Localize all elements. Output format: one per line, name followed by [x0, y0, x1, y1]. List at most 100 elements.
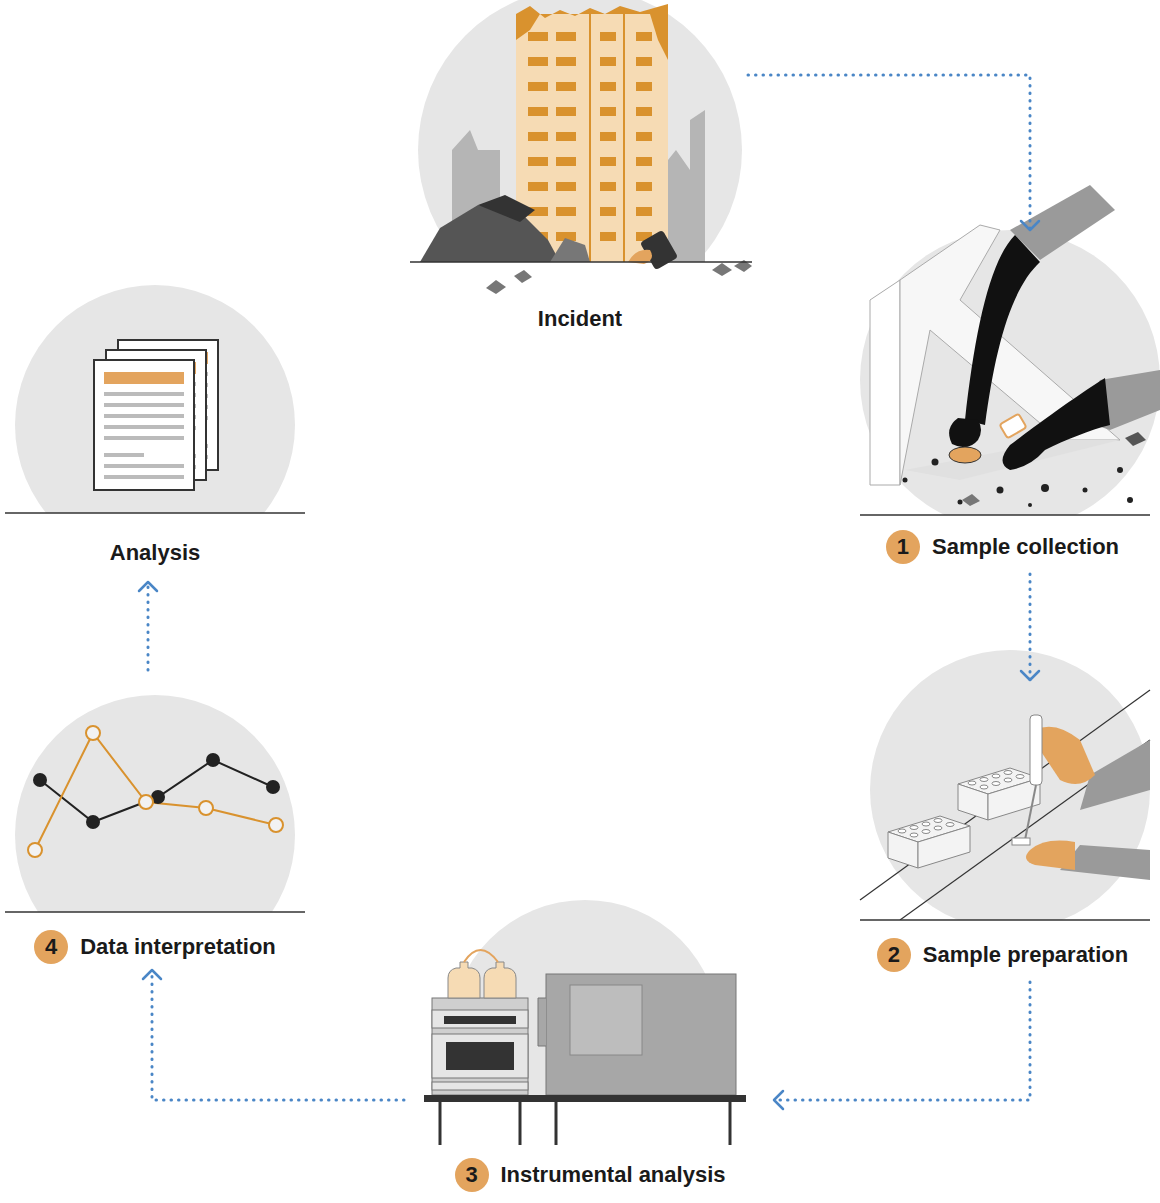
- instrument-illustration-part: [432, 998, 528, 1095]
- flow-arrow: [1029, 574, 1032, 680]
- instrument-illustration-part: [538, 998, 546, 1046]
- report-illustration-part-part: [94, 360, 194, 490]
- step-label: Analysis: [110, 540, 201, 566]
- callout-number: 2: [877, 938, 911, 972]
- incident-illustration-part-part: [556, 107, 576, 116]
- collection-illustration-part-part: [1117, 467, 1123, 473]
- incident-illustration-part: [550, 238, 590, 262]
- label-row: 3Instrumental analysis: [449, 1158, 732, 1198]
- collection-illustration-part-part: [932, 459, 939, 466]
- incident-illustration-part-part: [528, 132, 548, 141]
- chart-illustration-part-part: [199, 801, 213, 815]
- ground-line: [860, 919, 1150, 921]
- report-illustration-part-part-part: [104, 414, 184, 418]
- incident-illustration-part-part: [600, 182, 616, 191]
- instrument-illustration-part-part: [519, 1102, 522, 1145]
- preparation-illustration-part: [1026, 841, 1075, 870]
- instrument-illustration-part: [546, 974, 736, 1095]
- collection-illustration-part-part: [1041, 484, 1049, 492]
- instrument-illustration-part-part: [729, 1102, 732, 1145]
- incident-illustration-part-part: [600, 207, 616, 216]
- label-row: Incident: [532, 306, 628, 338]
- step-label: Sample collection: [932, 534, 1119, 560]
- callout-number: 4: [34, 930, 68, 964]
- report-illustration-part-part-part: [104, 392, 184, 396]
- preparation-illustration-part: [1012, 838, 1030, 845]
- report-illustration: [5, 285, 305, 565]
- incident-illustration-part-part: [556, 132, 576, 141]
- preparation-illustration-part: [1025, 785, 1036, 840]
- report-illustration-part: [5, 512, 305, 514]
- chart-illustration-part-part: [266, 780, 280, 794]
- flow-arrow: [748, 75, 1030, 230]
- collection-illustration-part-part: [1127, 497, 1133, 503]
- collection-illustration-part: [900, 225, 1120, 485]
- chart-illustration-part: [33, 753, 280, 829]
- incident-illustration-part-part: [528, 57, 548, 66]
- preparation-illustration-part-part: [958, 784, 988, 820]
- incident-illustration-part-part: [600, 232, 616, 241]
- report-illustration-part-part-part: [104, 453, 144, 457]
- report-illustration-part-part-part: [104, 475, 184, 479]
- incident-illustration-part-part: [636, 82, 652, 91]
- stage-node: Incident: [420, 0, 740, 338]
- incident-illustration-part-part: [600, 107, 616, 116]
- preparation-illustration-part: [1035, 727, 1095, 784]
- chart-illustration-part-part: [269, 818, 283, 832]
- incident-illustration-part-part: [528, 32, 548, 41]
- collection-illustration-part-part: [997, 487, 1004, 494]
- report-illustration-part: [94, 340, 218, 490]
- stage-node: Analysis: [5, 280, 305, 572]
- collection-illustration: [860, 185, 1160, 530]
- collection-illustration-part: [962, 494, 980, 506]
- preparation-illustration-part-part: [1004, 771, 1012, 775]
- preparation-illustration-part-part: [934, 826, 942, 830]
- collection-illustration-part: [1125, 432, 1146, 446]
- incident-illustration-part: [528, 32, 652, 241]
- preparation-illustration-part-part: [898, 829, 906, 833]
- incident-illustration-part-part: [636, 107, 652, 116]
- report-illustration-part-part-part: [104, 425, 184, 429]
- incident-illustration-part-part: [556, 32, 576, 41]
- chart-illustration-part-part: [139, 795, 153, 809]
- preparation-illustration-part: [1030, 715, 1042, 785]
- collection-illustration-part-part: [1083, 488, 1088, 493]
- incident-illustration-part-part: [636, 157, 652, 166]
- instrument-illustration-part: [444, 1016, 516, 1024]
- incident-illustration-part-part: [636, 32, 652, 41]
- preparation-illustration-part: [860, 690, 1150, 900]
- flow-arrow: [774, 982, 1030, 1100]
- collection-illustration-part: [903, 459, 1134, 508]
- preparation-illustration-part-part: [992, 774, 1000, 778]
- incident-illustration-part-part: [556, 207, 576, 216]
- incident-illustration-part-part: [556, 157, 576, 166]
- report-illustration-part-part-part: [104, 372, 184, 384]
- collection-illustration-part-part: [1028, 503, 1032, 507]
- preparation-illustration-part-part: [1016, 775, 1024, 779]
- instrument-illustration-part: [432, 1034, 528, 1078]
- step-node: 2Sample preparation: [850, 680, 1155, 978]
- preparation-illustration-part-part: [980, 785, 988, 789]
- preparation-illustration-part-part: [922, 822, 930, 826]
- incident-illustration-part: [712, 263, 732, 276]
- preparation-illustration-part-part: [992, 782, 1000, 786]
- instrument-illustration-part-part: [555, 1102, 558, 1145]
- incident-illustration-part-part: [600, 57, 616, 66]
- incident-illustration-part: [486, 280, 506, 294]
- label-row: 1Sample collection: [880, 530, 1125, 570]
- preparation-illustration-part-part: [910, 833, 918, 837]
- incident-illustration-part-part: [600, 157, 616, 166]
- preparation-illustration-part-part: [910, 826, 918, 830]
- collection-illustration-part: [870, 280, 900, 485]
- incident-illustration-part: [478, 195, 535, 222]
- preparation-illustration-part-part: [968, 781, 976, 785]
- label-row: 4Data interpretation: [28, 930, 282, 970]
- step-node: 4Data interpretation: [5, 670, 305, 970]
- incident-illustration-part-part: [528, 182, 548, 191]
- incident-illustration-part-part: [636, 182, 652, 191]
- instrument-illustration-part: [446, 1042, 514, 1070]
- incident-illustration-part-part: [636, 57, 652, 66]
